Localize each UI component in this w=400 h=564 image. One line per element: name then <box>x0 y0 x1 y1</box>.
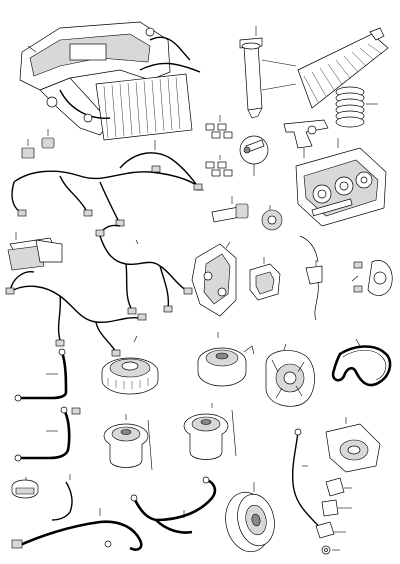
bolts-15 <box>205 115 233 139</box>
pipe-clamp <box>283 119 329 158</box>
alternator <box>265 343 315 407</box>
clip-14 <box>21 139 35 159</box>
fitting-36 <box>315 521 346 539</box>
fuse-relay-box <box>7 232 63 271</box>
bracket-9 <box>11 477 39 499</box>
fitting-35 <box>321 499 352 517</box>
washer-37 <box>321 545 340 555</box>
wiring-harness-middle <box>95 224 193 315</box>
bolts-18 <box>205 155 233 177</box>
connector-set <box>351 260 393 296</box>
temperature-sensor <box>299 235 323 321</box>
o-ring-seal <box>239 135 269 176</box>
mounting-bolt <box>211 196 249 223</box>
pipe-33 <box>291 428 323 531</box>
fitting-34 <box>325 477 352 497</box>
compressor-pulley <box>101 335 159 395</box>
clutch-pulley-assembly <box>197 332 255 387</box>
compressor-bracket <box>191 241 237 317</box>
hose-10 <box>14 406 81 462</box>
hose-11 <box>14 348 68 402</box>
large-pulley-wheel <box>225 482 275 553</box>
tensioner-pulley <box>103 414 153 471</box>
idler-pulley <box>183 403 237 460</box>
refrigerant-line-center <box>130 476 217 534</box>
wiring-harness-lower <box>5 271 147 357</box>
sensor-housing <box>325 417 381 473</box>
condenser <box>297 27 389 109</box>
drive-belt <box>331 338 392 387</box>
wiring-harness-upper <box>11 152 204 227</box>
climate-control-panel <box>295 138 387 227</box>
relay-block <box>249 257 281 301</box>
coil-spring <box>335 86 378 128</box>
refrigerant-line-left <box>11 508 143 551</box>
pipe-12 <box>51 474 73 521</box>
flange-nut <box>261 205 283 231</box>
hvac-module-assembly <box>19 21 201 150</box>
receiver-drier <box>239 26 297 119</box>
clip-13 <box>41 129 55 149</box>
